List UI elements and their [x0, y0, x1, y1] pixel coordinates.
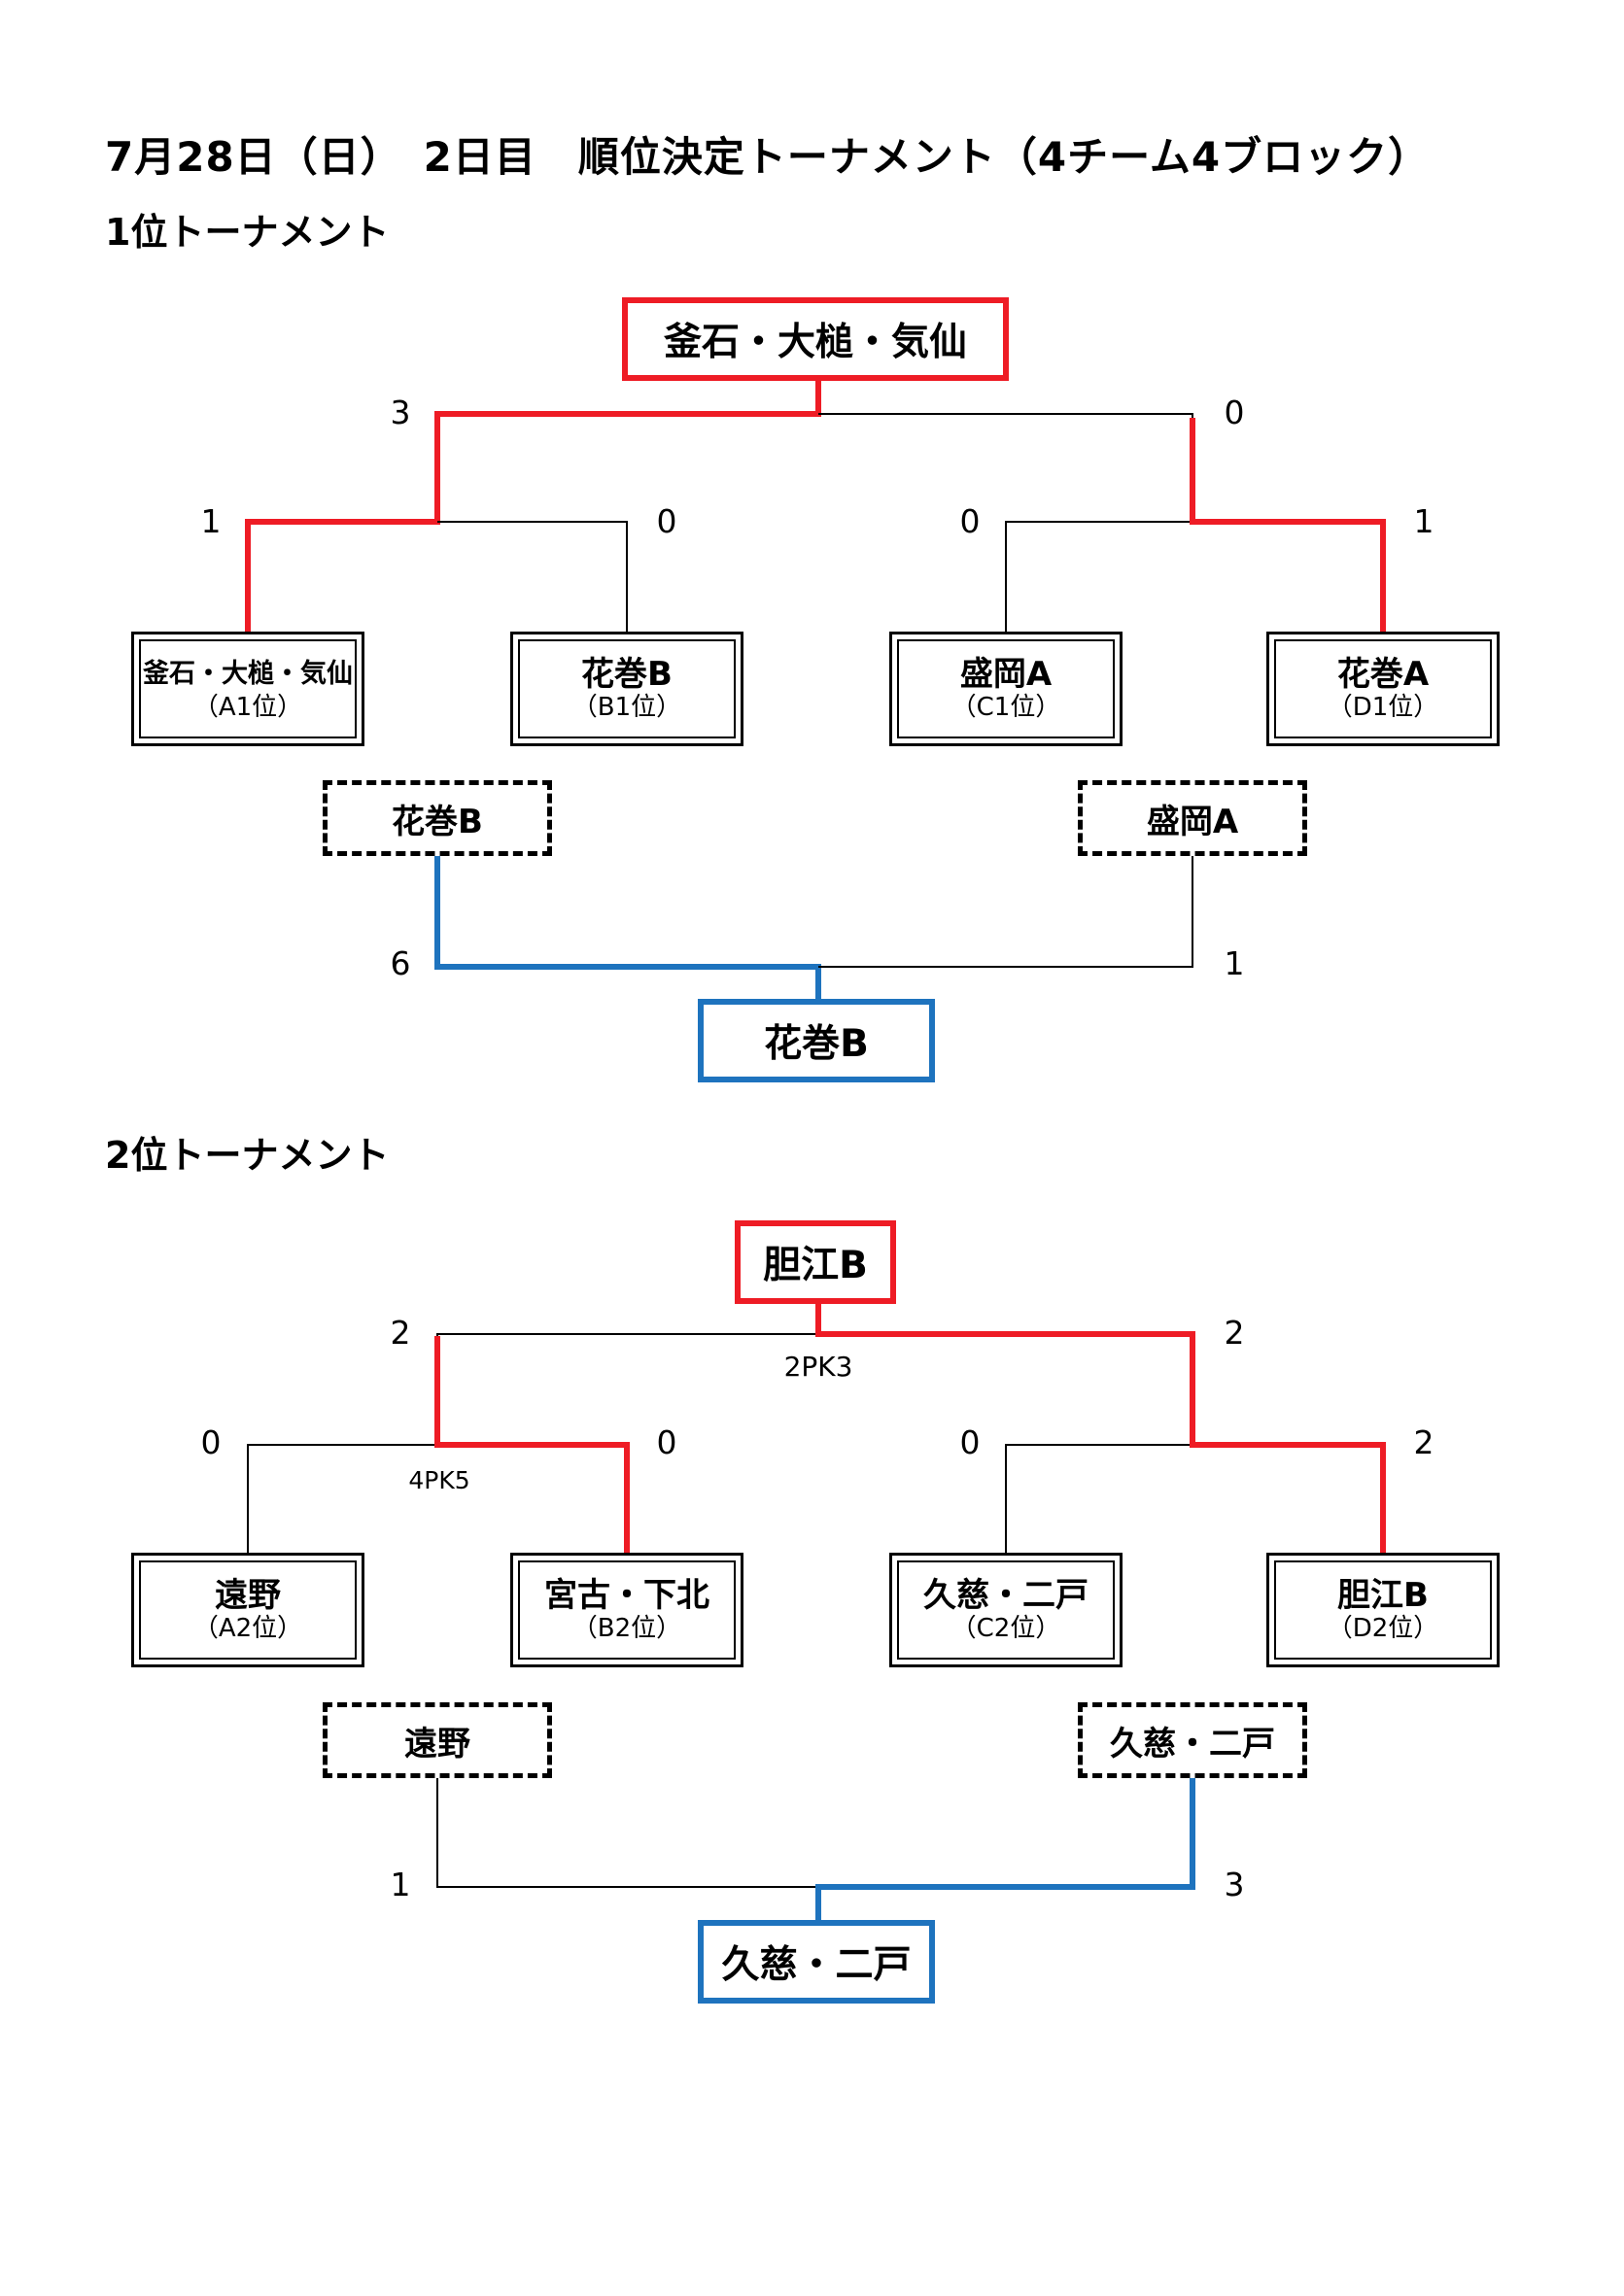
team-seed: （D1位）	[1327, 693, 1439, 722]
bracket-line-t2-r1-left-lose	[247, 1444, 437, 1553]
bracket-line-t1-final-win	[434, 377, 821, 418]
tournament-2-team-b: 宮古・下北 （B2位）	[510, 1553, 743, 1667]
team-seed: （C1位）	[950, 693, 1061, 722]
tournament-1-winner: 釜石・大槌・気仙	[622, 297, 1009, 381]
tournament-2-final-pk: 2PK3	[783, 1351, 853, 1383]
bracket-line-t1-3rd-lose	[818, 855, 1193, 968]
team-name: 胆江B	[1337, 1576, 1429, 1615]
tournament-1-third-place-score-right: 1	[1224, 944, 1245, 982]
bracket-line-t1-final-lose	[818, 413, 1193, 418]
tournament-2-team-d: 胆江B （D2位）	[1266, 1553, 1500, 1667]
tournament-2-team-a: 遠野 （A2位）	[131, 1553, 364, 1667]
tournament-2-final-score-right: 2	[1224, 1314, 1245, 1352]
tournament-1-r1-score-a: 1	[200, 502, 222, 540]
tournament-1-third-place-team-left: 花巻B	[323, 780, 552, 856]
tournament-2-team-c: 久慈・二戸 （C2位）	[889, 1553, 1123, 1667]
tournament-1-team-d: 花巻A （D1位）	[1266, 632, 1500, 746]
bracket-line-t2-final-win	[815, 1302, 1195, 1337]
tournament-1-third-place-score-left: 6	[390, 944, 411, 982]
tournament-1-r1-score-c: 0	[959, 502, 981, 540]
tournament-1-team-c: 盛岡A （C1位）	[889, 632, 1123, 746]
team-name: 釜石・大槌・気仙	[143, 659, 353, 689]
team-name: 花巻A	[1336, 655, 1430, 694]
bracket-line-t2-3rd-win	[815, 1778, 1195, 1922]
tournament-2-r1-score-d: 2	[1413, 1423, 1434, 1461]
bracket-line-t2-3rd-lose	[436, 1778, 818, 1888]
bracket-line-t2-r1-left-win	[434, 1336, 630, 1553]
tournament-2-winner: 胆江B	[735, 1220, 896, 1304]
tournament-2-third-place-score-left: 1	[390, 1866, 411, 1903]
tournament-2-r1-score-a: 0	[200, 1423, 222, 1461]
bracket-line-t1-r1-left-win	[245, 418, 440, 632]
team-seed: （C2位）	[950, 1614, 1061, 1643]
bracket-line-t1-3rd-win	[434, 855, 821, 1001]
team-seed: （A2位）	[192, 1614, 303, 1643]
team-name: 盛岡A	[959, 655, 1053, 694]
bracket-line-t2-r1-right-win	[1190, 1336, 1386, 1553]
tournament-2-third-place-winner: 久慈・二戸	[698, 1920, 935, 2004]
tournament-2-third-place-team-right: 久慈・二戸	[1078, 1702, 1307, 1778]
team-seed: （A1位）	[192, 693, 303, 722]
tournament-1-team-a: 釜石・大槌・気仙 （A1位）	[131, 632, 364, 746]
tournament-2-r1-score-b: 0	[656, 1423, 677, 1461]
tournament-2-label: 2位トーナメント	[105, 1134, 390, 1177]
page-title: 7月28日（日） 2日目 順位決定トーナメント（4チーム4ブロック）	[105, 133, 1431, 181]
tournament-2-final-score-left: 2	[390, 1314, 411, 1352]
team-name: 花巻B	[581, 655, 673, 694]
team-name: 久慈・二戸	[923, 1576, 1088, 1615]
team-seed: （B1位）	[571, 693, 682, 722]
tournament-1-final-score-left: 3	[390, 394, 411, 431]
bracket-line-t2-r1-right-lose	[1005, 1444, 1192, 1553]
tournament-2-r1-score-c: 0	[959, 1423, 981, 1461]
tournament-2-third-place-team-left: 遠野	[323, 1702, 552, 1778]
team-name: 遠野	[215, 1576, 281, 1615]
bracket-line-t1-r1-left-lose	[437, 521, 628, 632]
tournament-1-r1-score-d: 1	[1413, 502, 1434, 540]
bracket-line-t1-r1-right-win	[1190, 418, 1386, 632]
tournament-1-third-place-team-right: 盛岡A	[1078, 780, 1307, 856]
bracket-line-t2-final-lose	[436, 1333, 818, 1336]
tournament-1-r1-score-b: 0	[656, 502, 677, 540]
tournament-1-label: 1位トーナメント	[105, 211, 390, 254]
tournament-1-third-place-winner: 花巻B	[698, 999, 935, 1082]
team-name: 宮古・下北	[544, 1576, 709, 1615]
tournament-1-team-b: 花巻B （B1位）	[510, 632, 743, 746]
tournament-2-third-place-score-right: 3	[1224, 1866, 1245, 1903]
tournament-2-r1-pk: 4PK5	[408, 1466, 470, 1494]
bracket-line-t1-r1-right-lose	[1005, 521, 1192, 632]
team-seed: （B2位）	[571, 1614, 682, 1643]
tournament-1-final-score-right: 0	[1224, 394, 1245, 431]
team-seed: （D2位）	[1327, 1614, 1439, 1643]
